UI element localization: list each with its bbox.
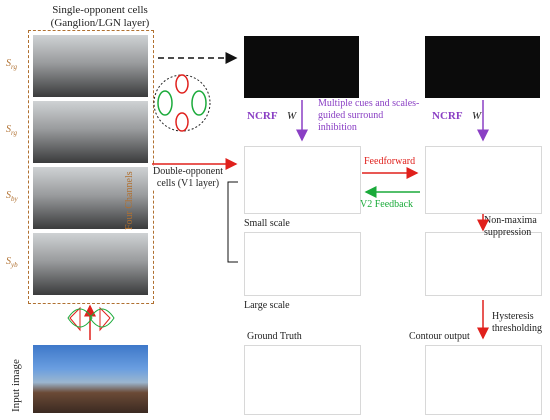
surround-line3: inhibition bbox=[318, 122, 357, 133]
v2-feedback-label: V2 Feedback bbox=[360, 199, 414, 210]
contour-output-panel bbox=[425, 345, 542, 415]
single-opponent-title: Single-opponent cells (Ganglion/LGN laye… bbox=[30, 4, 170, 30]
input-image-panel bbox=[33, 345, 148, 413]
feedforward-label: Feedforward bbox=[364, 156, 416, 167]
hysteresis-line1: Hysteresis bbox=[492, 311, 534, 322]
ncrf-label-right: NCRF bbox=[432, 110, 463, 122]
hysteresis-line2: thresholding bbox=[492, 323, 542, 334]
w-label-right: W bbox=[472, 110, 482, 122]
large-scale-panel bbox=[244, 232, 361, 296]
single-opponent-rf-icon bbox=[67, 306, 115, 332]
contour-output-label: Contour output bbox=[409, 331, 470, 342]
double-opponent-line2: cells (V1 layer) bbox=[156, 178, 220, 189]
nms-panel bbox=[425, 232, 542, 296]
channel-label-3-sub: by bbox=[11, 195, 18, 203]
non-maxima-line2: suppression bbox=[484, 227, 532, 238]
channel-label-2-base: S bbox=[6, 124, 11, 135]
ncrf-panel-top-middle bbox=[244, 36, 359, 98]
channel-label-4-base: S bbox=[6, 256, 11, 267]
channel-label-3: Sby bbox=[6, 190, 18, 203]
ground-truth-panel bbox=[244, 345, 361, 415]
small-scale-label: Small scale bbox=[244, 218, 290, 229]
surround-line2: guided surround bbox=[318, 110, 384, 121]
channel-panel-2 bbox=[33, 101, 148, 163]
non-maxima-label: Non-maxima suppression bbox=[484, 215, 537, 239]
feedforward-panel-right bbox=[425, 146, 542, 214]
single-opponent-line1: Single-opponent cells bbox=[52, 4, 148, 16]
surround-line1: Multiple cues and scales- bbox=[318, 98, 420, 109]
double-opponent-rf-icon bbox=[153, 74, 211, 132]
channel-label-2: Srg bbox=[6, 124, 17, 137]
channel-label-1-base: S bbox=[6, 58, 11, 69]
feedforward-panel-middle bbox=[244, 146, 361, 214]
surround-inhibition-label: Multiple cues and scales- guided surroun… bbox=[318, 98, 419, 134]
hysteresis-label: Hysteresis thresholding bbox=[492, 311, 542, 335]
w-label-left: W bbox=[287, 110, 297, 122]
channel-panel-4 bbox=[33, 233, 148, 295]
scale-bracket bbox=[227, 181, 238, 263]
ground-truth-label: Ground Truth bbox=[247, 331, 302, 342]
channel-label-4-sub: yb bbox=[11, 261, 18, 269]
single-opponent-line2: (Ganglion/LGN layer) bbox=[50, 17, 150, 29]
non-maxima-line1: Non-maxima bbox=[484, 215, 537, 226]
ncrf-label-left: NCRF bbox=[247, 110, 278, 122]
channel-panel-1 bbox=[33, 35, 148, 97]
double-opponent-line1: Double-opponent bbox=[153, 166, 223, 177]
channel-label-1-sub: rg bbox=[11, 63, 17, 71]
ncrf-panel-top-right bbox=[425, 36, 540, 98]
channel-panel-3 bbox=[33, 167, 148, 229]
channel-label-4: Syb bbox=[6, 256, 18, 269]
channel-label-1: Srg bbox=[6, 58, 17, 71]
channel-label-2-sub: rg bbox=[11, 129, 17, 137]
large-scale-label: Large scale bbox=[244, 300, 290, 311]
double-opponent-label: Double-opponent cells (V1 layer) bbox=[148, 166, 228, 190]
channel-label-3-base: S bbox=[6, 190, 11, 201]
